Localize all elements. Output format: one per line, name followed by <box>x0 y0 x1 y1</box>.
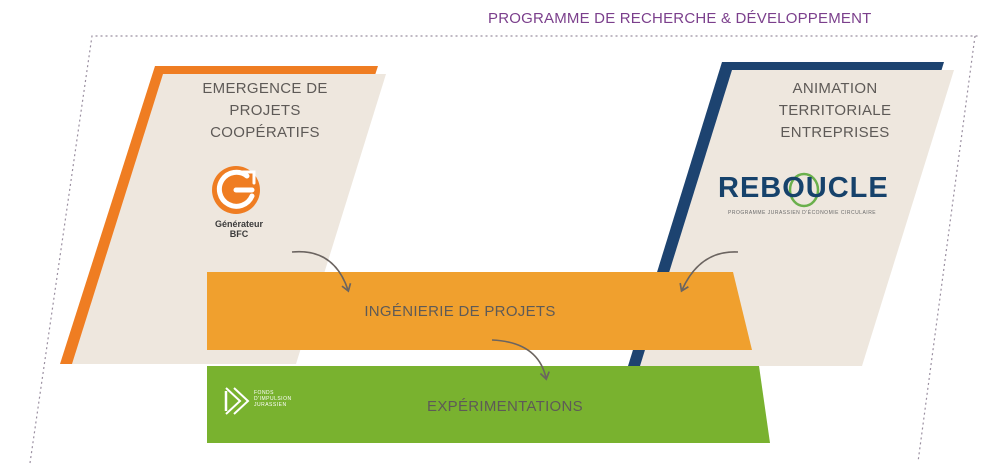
program-frame-right <box>917 35 976 463</box>
fonds-logo-text: FONDS D'IMPULSION JURASSIEN <box>254 390 334 408</box>
left-title-line: PROJETS <box>229 102 301 119</box>
left-title-line: EMERGENCE DE <box>202 80 328 97</box>
right-title-line: TERRITORIALE <box>778 102 892 119</box>
generateur-logo-text: Générateur BFC <box>180 219 298 239</box>
right-title-line: ENTREPRISES <box>780 124 890 141</box>
ingenierie-label: INGÉNIERIE DE PROJETS <box>364 303 556 320</box>
generateur-text-line: BFC <box>229 229 249 239</box>
program-frame <box>29 35 978 464</box>
fonds-logo-icon <box>224 387 250 415</box>
experimentations-band <box>207 366 770 443</box>
generateur-text-line: Générateur <box>214 219 264 229</box>
right-block-title: ANIMATION TERRITORIALE ENTREPRISES <box>735 78 935 144</box>
right-title-line: ANIMATION <box>792 80 878 97</box>
left-title-line: COOPÉRATIFS <box>210 124 320 141</box>
generateur-logo-icon <box>212 166 260 214</box>
experimentations-label: EXPÉRIMENTATIONS <box>427 398 583 415</box>
reboucle-ring-icon <box>788 172 820 208</box>
arrow-ingenierie-to-experimentations <box>491 339 550 381</box>
reboucle-logo-subtitle: PROGRAMME JURASSIEN D'ÉCONOMIE CIRCULAIR… <box>728 210 877 216</box>
reboucle-logo-word: REBOUCLE <box>718 172 889 204</box>
fonds-text-line: JURASSIEN <box>254 402 287 408</box>
arrow-left-to-ingenierie <box>291 250 352 293</box>
left-block-title: EMERGENCE DE PROJETS COOPÉRATIFS <box>175 78 355 144</box>
fonds-text-line: D'IMPULSION <box>254 396 292 402</box>
arrow-right-to-ingenierie <box>679 251 739 293</box>
fonds-text-line: FONDS <box>254 390 274 396</box>
program-title: PROGRAMME DE RECHERCHE & DÉVELOPPEMENT <box>488 10 872 27</box>
